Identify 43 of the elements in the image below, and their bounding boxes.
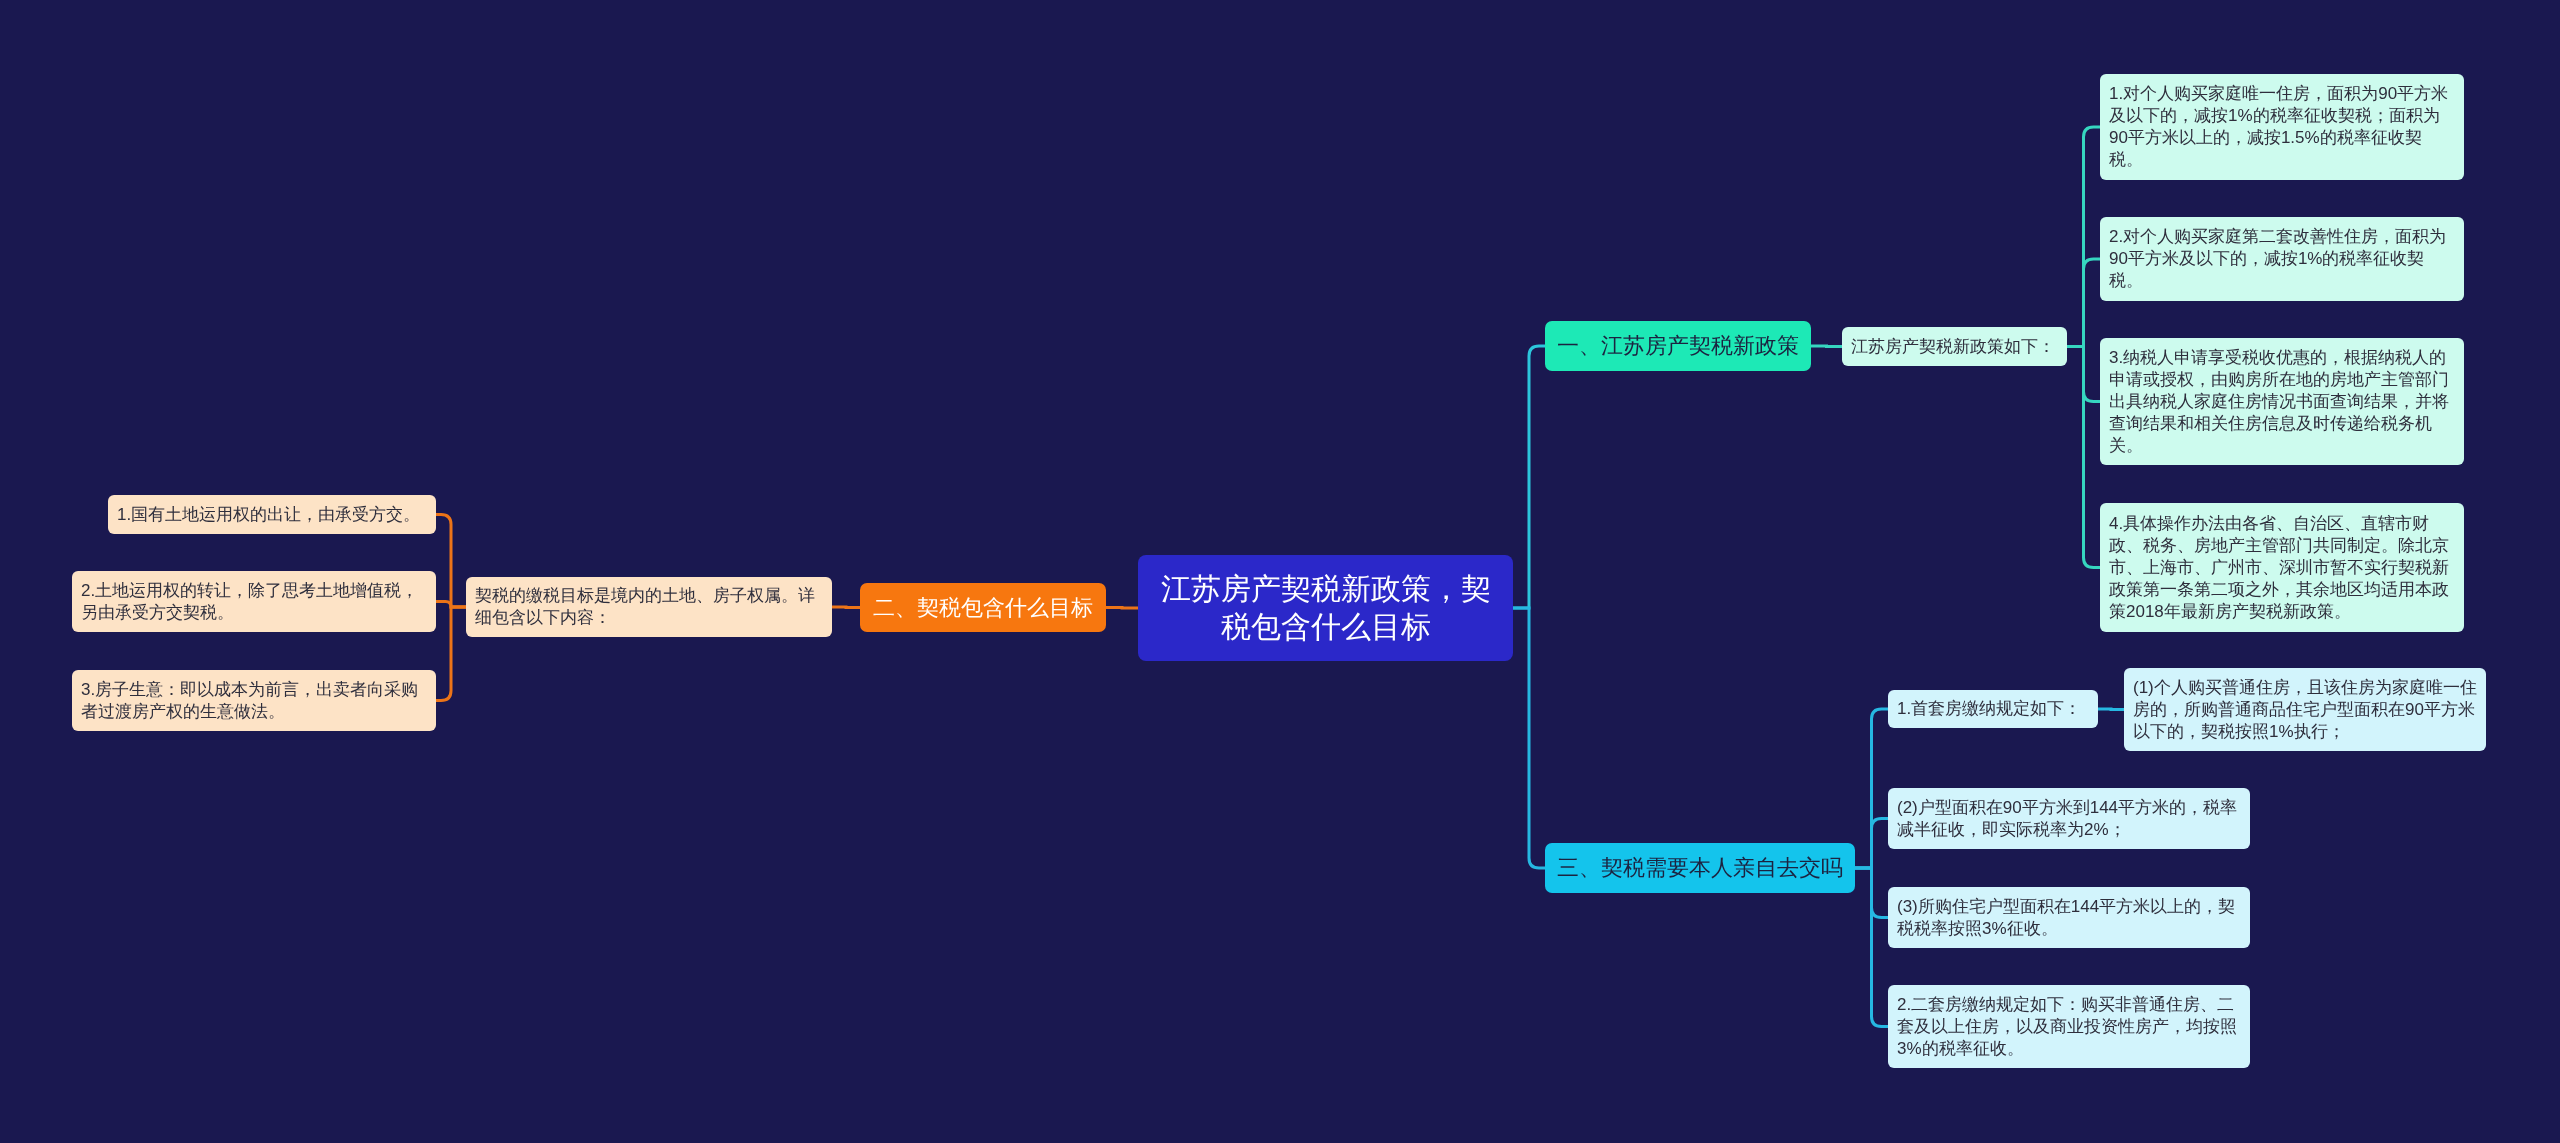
subtopic-box — [1842, 327, 2067, 366]
topic-text: 二、契税包含什么目标 — [872, 593, 1094, 622]
topic-text: 一、江苏房产契税新政策 — [1556, 332, 1800, 360]
topic-text: 1.对个人购买家庭唯一住房，面积为90平方米及以下的，减按1%的税率征收契税；面积为90平方米以上的，减按1.5%的税率征收契税。 — [2109, 83, 2450, 171]
subtopic-box — [1888, 985, 2250, 1068]
central-topic-box — [1138, 555, 1513, 661]
topic-text: 4.具体操作办法由各省、自治区、直辖市财政、税务、房地产主管部门共同制定。除北京市、上海市、广州市、深圳市暂不实行契税新政策第一条第二项之外，其余地区均适用本政策2018年最新房产契税新政策。 — [2109, 512, 2450, 623]
subtopic-box — [2100, 338, 2464, 465]
connector-line — [832, 605, 860, 609]
topic-text: 3.纳税人申请享受税收优惠的，根据纳税人的申请或授权，由购房所在地的房地产主管部门出具纳税人家庭住房情况书面查询结果，并将查询结果和相关住房信息及时传递给税务机关。 — [2109, 346, 2450, 457]
subtopic-box — [1888, 690, 2098, 728]
topic-text: 三、契税需要本人亲自去交吗 — [1556, 854, 1844, 882]
connector-line — [1513, 606, 1545, 870]
topic-text: (1)个人购买普通住房，且该住房为家庭唯一住房的，所购普通商品住宅户型面积在90平方米以下的，契税按照1%执行； — [2133, 676, 2477, 743]
subtopic-box — [72, 670, 436, 731]
subtopic-box — [2100, 217, 2464, 301]
topic-text: 2.土地运用权的转让，除了思考土地增值税，另由承受方交契税。 — [81, 579, 420, 624]
topic-text: 江苏房产契税新政策，契税包含什么目标 — [1159, 571, 1492, 645]
connector-line — [1855, 866, 1888, 1028]
branch-topic-box — [1545, 843, 1855, 893]
topic-text: 1.国有土地运用权的出让，由承受方交。 — [117, 503, 422, 526]
connector-line — [2067, 345, 2100, 569]
subtopic-box — [2124, 668, 2486, 751]
subtopic-box — [108, 495, 436, 534]
branch-topic-box — [1545, 321, 1811, 371]
topic-text: (3)所购住宅户型面积在144平方米以上的，契税税率按照3%征收。 — [1897, 895, 2237, 940]
topic-text: 3.房子生意：即以成本为前言，出卖者向采购者过渡房产权的生意做法。 — [81, 678, 420, 723]
connector-line — [1811, 344, 1842, 348]
subtopic-box — [1888, 887, 2250, 948]
topic-text: 契税的缴税目标是境内的土地、房子权属。详细包含以下内容： — [475, 585, 816, 629]
subtopic-box — [2100, 503, 2464, 632]
topic-text: 江苏房产契税新政策如下： — [1851, 335, 2056, 358]
topic-text: (2)户型面积在90平方米到144平方米的，税率减半征收，即实际税率为2%； — [1897, 796, 2239, 841]
subtopic-box — [72, 571, 436, 632]
connector-line — [1106, 606, 1138, 610]
branch-topic-box — [860, 583, 1106, 632]
topic-text: 2.对个人购买家庭第二套改善性住房，面积为90平方米及以下的，减按1%的税率征收契税。 — [2109, 226, 2448, 292]
subtopic-box — [466, 577, 832, 637]
topic-text: 2.二套房缴纳规定如下：购买非普通住房、二套及以上住房，以及商业投资性房产，均按照3%的税率征收。 — [1897, 993, 2238, 1060]
subtopic-box — [1888, 788, 2250, 849]
topic-text: 1.首套房缴纳规定如下： — [1897, 698, 2083, 720]
connector-line — [2098, 707, 2124, 711]
subtopic-box — [2100, 74, 2464, 180]
